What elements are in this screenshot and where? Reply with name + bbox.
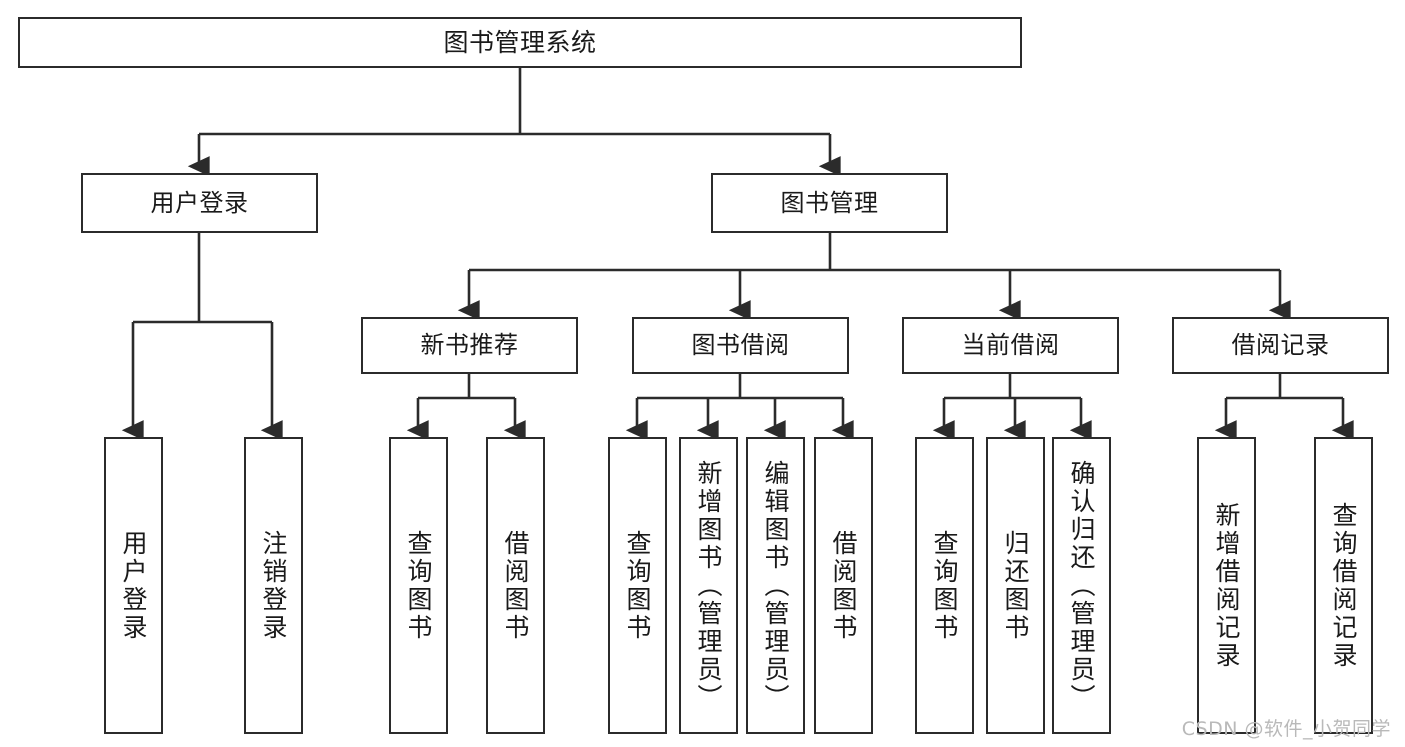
- node-label: 借阅图书: [501, 529, 530, 642]
- node-label: 图书管理: [780, 188, 879, 217]
- node-label: 注销登录: [259, 529, 288, 642]
- node-label: 查询图书: [623, 529, 652, 642]
- node-leaf-query-book-1[interactable]: 查询图书: [389, 437, 448, 734]
- node-label: 确认归还（管理员）: [1067, 459, 1096, 712]
- node-leaf-user-login[interactable]: 用户登录: [104, 437, 163, 734]
- node-leaf-borrow-book-1[interactable]: 借阅图书: [486, 437, 545, 734]
- node-label: 新增图书（管理员）: [694, 459, 723, 712]
- node-leaf-query-record[interactable]: 查询借阅记录: [1314, 437, 1373, 734]
- node-current-borrow[interactable]: 当前借阅: [902, 317, 1119, 374]
- node-label: 借阅图书: [829, 529, 858, 642]
- node-label: 用户登录: [150, 188, 249, 217]
- node-user-login[interactable]: 用户登录: [81, 173, 318, 233]
- node-label: 归还图书: [1001, 529, 1030, 642]
- node-label: 新书推荐: [420, 331, 519, 360]
- node-leaf-add-record[interactable]: 新增借阅记录: [1197, 437, 1256, 734]
- node-label: 查询图书: [930, 529, 959, 642]
- node-leaf-query-book-2[interactable]: 查询图书: [608, 437, 667, 734]
- node-leaf-logout-login[interactable]: 注销登录: [244, 437, 303, 734]
- node-leaf-confirm-return[interactable]: 确认归还（管理员）: [1052, 437, 1111, 734]
- node-leaf-return-book[interactable]: 归还图书: [986, 437, 1045, 734]
- node-label: 新增借阅记录: [1212, 501, 1241, 670]
- node-leaf-add-book[interactable]: 新增图书（管理员）: [679, 437, 738, 734]
- node-borrow-record[interactable]: 借阅记录: [1172, 317, 1389, 374]
- node-label: 查询图书: [404, 529, 433, 642]
- node-book-borrow[interactable]: 图书借阅: [632, 317, 849, 374]
- node-book-management[interactable]: 图书管理: [711, 173, 948, 233]
- node-leaf-borrow-book-2[interactable]: 借阅图书: [814, 437, 873, 734]
- node-root-system[interactable]: 图书管理系统: [18, 17, 1022, 68]
- node-label: 当前借阅: [961, 331, 1060, 360]
- node-new-book-recommend[interactable]: 新书推荐: [361, 317, 578, 374]
- node-label: 查询借阅记录: [1329, 501, 1358, 670]
- node-label: 编辑图书（管理员）: [761, 459, 790, 712]
- node-label: 图书管理系统: [443, 27, 597, 57]
- node-leaf-query-book-3[interactable]: 查询图书: [915, 437, 974, 734]
- node-leaf-edit-book[interactable]: 编辑图书（管理员）: [746, 437, 805, 734]
- node-label: 图书借阅: [691, 331, 790, 360]
- node-label: 借阅记录: [1231, 331, 1330, 360]
- node-label: 用户登录: [119, 529, 148, 642]
